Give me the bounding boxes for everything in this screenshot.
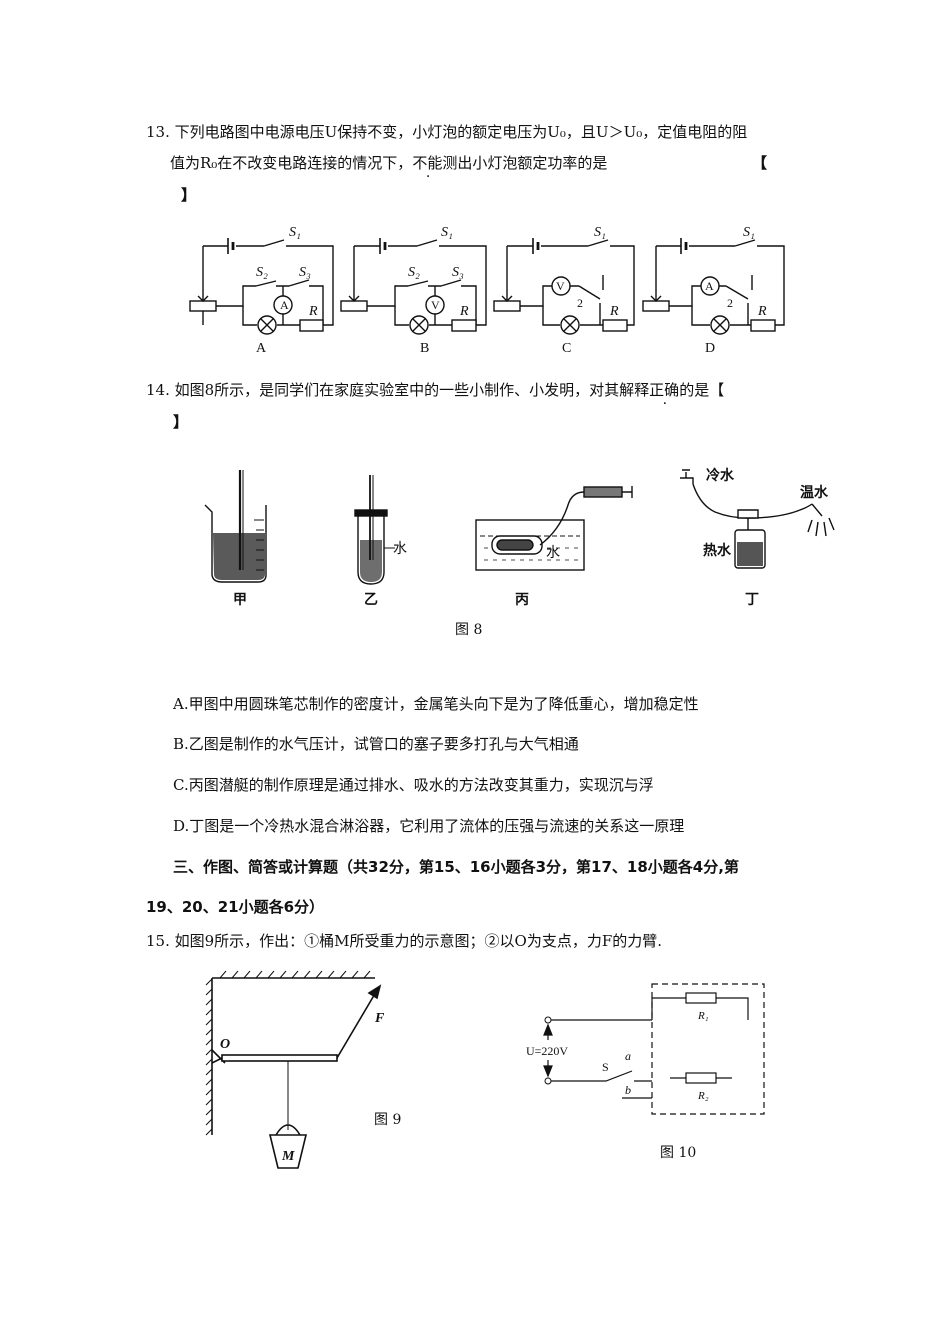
q14-text-post: 的是【 [679,381,725,399]
circuit-d-label: D [705,341,715,356]
yi-water-label: 水 [393,541,407,557]
fig9-label-o: O [220,1037,230,1052]
b-meter-label: V [431,298,440,312]
fig10-r2: R₂ [697,1090,709,1102]
q13-bracket-close: 】 [181,186,197,204]
c-r-label: R [609,304,619,319]
c-s1-label: S₁ [594,225,606,240]
bing-label: 丙 [515,592,529,608]
a-meter-label: A [280,298,289,312]
q13-circuits: S₁ S₂ S₃ R S₁ S₂ S₃ R S₁ R S₁ R A V V A … [189,225,785,356]
fig10-switch: S [602,1060,609,1074]
q14-option-d: D.丁图是一个冷热水混合淋浴器，它利用了流体的压强与流速的关系这一原理 [173,817,685,835]
q14-emphasis: 正确 [649,381,679,399]
q14-option-b: B.乙图是制作的水气压计，试管口的塞子要多打孔与大气相通 [173,735,579,753]
q14-option-c: C.丙图潜艇的制作原理是通过排水、吸水的方法改变其重力，实现沉与浮 [173,776,654,794]
q14-text: 14. 如图8所示，是同学们在家庭实验室中的一些小制作、小发明，对其解释正确的是… [146,380,724,400]
figure-9-caption: 图 9 [374,1112,402,1128]
figure-9: O F M [205,970,385,1169]
c-meter-label: V [556,279,565,293]
tank-bing [475,486,633,571]
q14-text-pre: 14. 如图8所示，是同学们在家庭实验室中的一些小制作、小发明，对其解释 [146,381,650,399]
q13-line2-post: 测出小灯泡额定功率的是 [442,154,608,172]
fig9-label-m: M [281,1149,295,1164]
c-pos2-label: 2 [577,296,583,310]
a-s1-label: S₁ [289,225,301,240]
fig10-r1: R₁ [697,1010,709,1022]
a-s2-label: S₂ [256,265,268,280]
q13-line1: 13. 下列电路图中电源电压U保持不变，小灯泡的额定电压为U₀，且U＞U₀，定值… [146,123,748,141]
d-meter-label: A [705,279,714,293]
q13-bracket-open: 【 [752,154,768,172]
figure-10: U=220V S a b R₁ R₂ [526,983,765,1115]
b-r-label: R [459,304,469,319]
q13-line2: 值为R₀在不改变电路连接的情况下，不能测出小灯泡额定功率的是 [170,153,607,173]
d-r-label: R [757,304,767,319]
bing-water-label: 水 [546,545,560,561]
d-pos2-label: 2 [727,296,733,310]
circuit-c [493,238,635,335]
cold-water-label: 冷水 [706,467,735,484]
yi-label: 乙 [364,592,378,608]
section3-line2: 19、20、21小题各6分） [146,898,325,916]
a-r-label: R [308,304,318,319]
figure-10-caption: 图 10 [660,1145,697,1161]
q13-line2-pre: 值为R₀在不改变电路连接的情况下， [170,154,413,172]
circuit-b [340,238,487,335]
d-s1-label: S₁ [743,225,755,240]
fig9-label-f: F [374,1011,385,1026]
fig10-a: a [625,1049,631,1063]
section3-line1: 三、作图、简答或计算题（共32分，第15、16小题各3分，第17、18小题各4分… [173,858,739,876]
warm-water-label: 温水 [800,484,829,501]
hot-water-label: 热水 [703,542,732,559]
circuit-a [189,238,334,335]
jia-label: 甲 [233,592,247,608]
b-s3-label: S₃ [452,265,464,280]
circuit-d [642,238,785,335]
b-s2-label: S₂ [408,265,420,280]
beaker-jia [204,470,267,583]
q15-text: 15. 如图9所示，作出：①桶M所受重力的示意图；②以O为支点，力F的力臂. [146,932,663,950]
ding-label: 丁 [745,593,759,608]
tube-yi [354,475,395,585]
q14-option-a: A.甲图中用圆珠笔芯制作的密度计，金属笔头向下是为了降低重心，增加稳定性 [173,695,699,713]
q13-emphasis: 不能 [412,154,442,172]
figure-8-caption: 图 8 [455,622,483,638]
fig10-b: b [625,1083,631,1097]
circuit-a-label: A [256,341,267,356]
circuit-c-label: C [562,341,571,356]
fig10-voltage: U=220V [526,1044,568,1058]
b-s1-label: S₁ [441,225,453,240]
q14-bracket-close: 】 [173,413,189,431]
circuit-b-label: B [420,341,429,356]
shower-ding [680,469,835,569]
a-s3-label: S₃ [299,265,311,280]
figure-8: 水 水 冷水 温水 热水 甲 乙 丙 丁 [204,467,835,608]
